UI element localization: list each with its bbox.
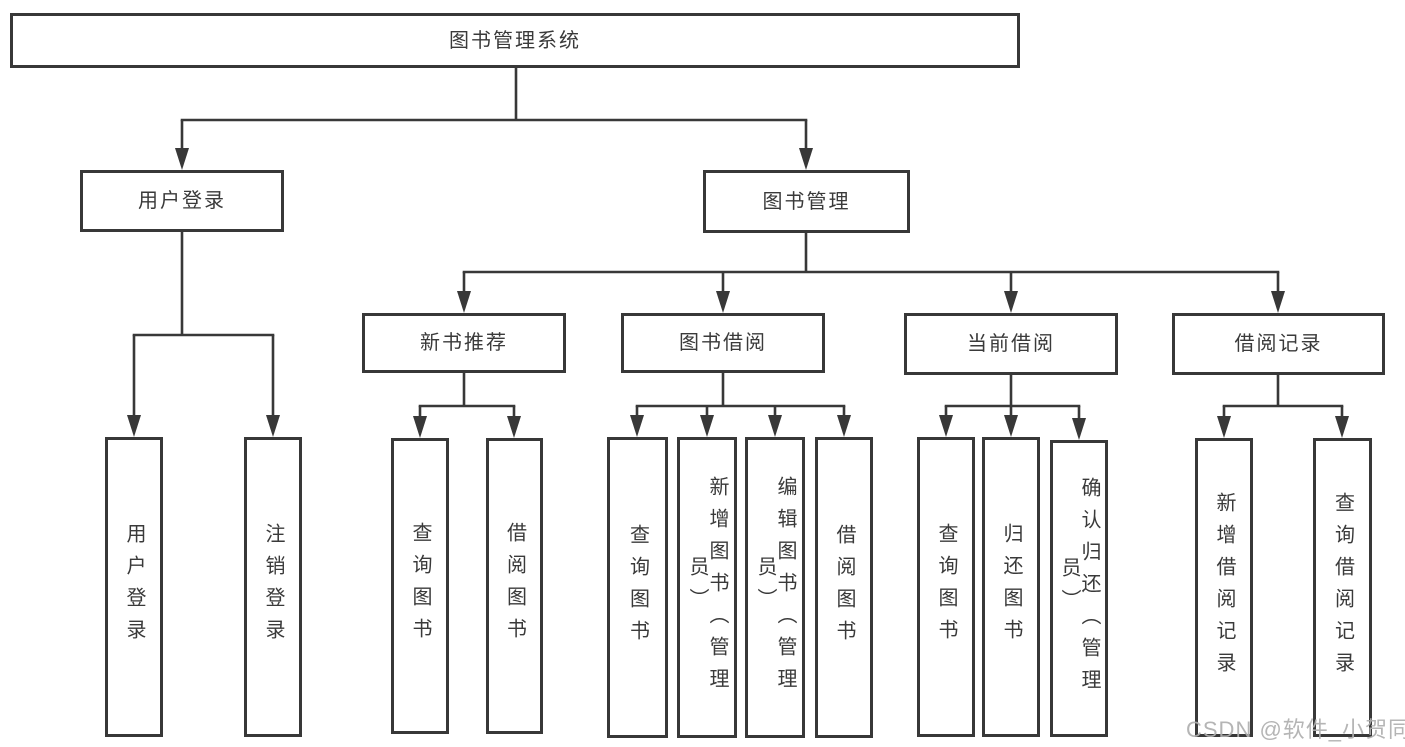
node-label: 当前借阅 — [967, 333, 1055, 355]
arrowhead-icon — [1271, 291, 1285, 313]
arrowhead-icon — [630, 415, 644, 437]
arrowhead-icon — [1004, 415, 1018, 437]
connector-book-borrow-split — [630, 373, 851, 437]
node-label: 归还图书 — [1000, 523, 1022, 651]
csdn-watermark: CSDN @软件_小贺同学 — [1186, 717, 1405, 742]
arrowhead-icon — [799, 148, 813, 170]
connector-library-system-split — [175, 68, 813, 170]
node-label: 新增图书（管理员） — [686, 475, 728, 700]
node-label: 编辑图书（管理员） — [754, 475, 796, 700]
node-label: 借阅图书 — [503, 522, 526, 650]
node-label: 查询图书 — [409, 522, 431, 650]
node-return-books: 归还图书 — [982, 437, 1040, 737]
node-current-borrow: 当前借阅 — [904, 313, 1118, 375]
node-label: 用户登录 — [123, 523, 145, 651]
arrowhead-icon — [413, 416, 427, 438]
node-user-login: 用户登录 — [80, 170, 284, 232]
arrowhead-icon — [457, 291, 471, 313]
arrowhead-icon — [1217, 416, 1231, 438]
connector-current-borrow-split — [939, 375, 1086, 440]
node-label: 查询图书 — [935, 523, 957, 651]
node-label: 图书管理 — [762, 190, 851, 213]
arrowhead-icon — [1335, 416, 1349, 438]
node-add-book-admin: 新增图书（管理员） — [677, 437, 737, 738]
node-label: 查询借阅记录 — [1331, 491, 1354, 684]
node-borrow-records: 借阅记录 — [1172, 313, 1385, 375]
node-label: 新书推荐 — [420, 332, 508, 354]
arrowhead-icon — [266, 415, 280, 437]
node-label: 注销登录 — [262, 523, 284, 651]
node-borrow-books-borrow: 借阅图书 — [815, 437, 873, 738]
node-label: 借阅记录 — [1234, 333, 1323, 355]
node-edit-book-admin: 编辑图书（管理员） — [745, 437, 805, 738]
node-label: 新增借阅记录 — [1213, 491, 1235, 684]
connector-book-management-split — [457, 233, 1285, 313]
connector-user-login-split — [127, 232, 280, 437]
arrowhead-icon — [175, 148, 189, 170]
arrowhead-icon — [1072, 418, 1086, 440]
node-label: 确认归还（管理员） — [1058, 476, 1100, 701]
arrowhead-icon — [1004, 291, 1018, 313]
node-library-system: 图书管理系统 — [10, 13, 1020, 68]
node-label: 借阅图书 — [833, 523, 855, 652]
arrowhead-icon — [837, 415, 851, 437]
connector-borrow-records-split — [1217, 375, 1349, 438]
node-label: 用户登录 — [138, 190, 226, 212]
node-label: 查询图书 — [626, 523, 649, 652]
arrowhead-icon — [939, 415, 953, 437]
node-book-borrow: 图书借阅 — [621, 313, 825, 373]
node-logout-action: 注销登录 — [244, 437, 302, 737]
arrowhead-icon — [768, 415, 782, 437]
node-borrow-books-recommend: 借阅图书 — [486, 438, 543, 734]
node-query-borrow-record: 查询借阅记录 — [1313, 438, 1372, 737]
node-label: 图书借阅 — [679, 332, 767, 354]
node-book-management: 图书管理 — [703, 170, 910, 233]
arrowhead-icon — [127, 415, 141, 437]
node-query-books-borrow: 查询图书 — [607, 437, 668, 738]
node-label: 图书管理系统 — [449, 29, 581, 52]
arrowhead-icon — [716, 291, 730, 313]
node-new-book-recommend: 新书推荐 — [362, 313, 566, 373]
arrowhead-icon — [700, 415, 714, 437]
node-query-books-current: 查询图书 — [917, 437, 975, 737]
node-confirm-return-admin: 确认归还（管理员） — [1050, 440, 1108, 737]
node-add-borrow-record: 新增借阅记录 — [1195, 438, 1253, 737]
connector-new-book-split — [413, 373, 521, 438]
arrowhead-icon — [507, 416, 521, 438]
node-query-books-recommend: 查询图书 — [391, 438, 449, 734]
node-user-login-action: 用户登录 — [105, 437, 163, 737]
